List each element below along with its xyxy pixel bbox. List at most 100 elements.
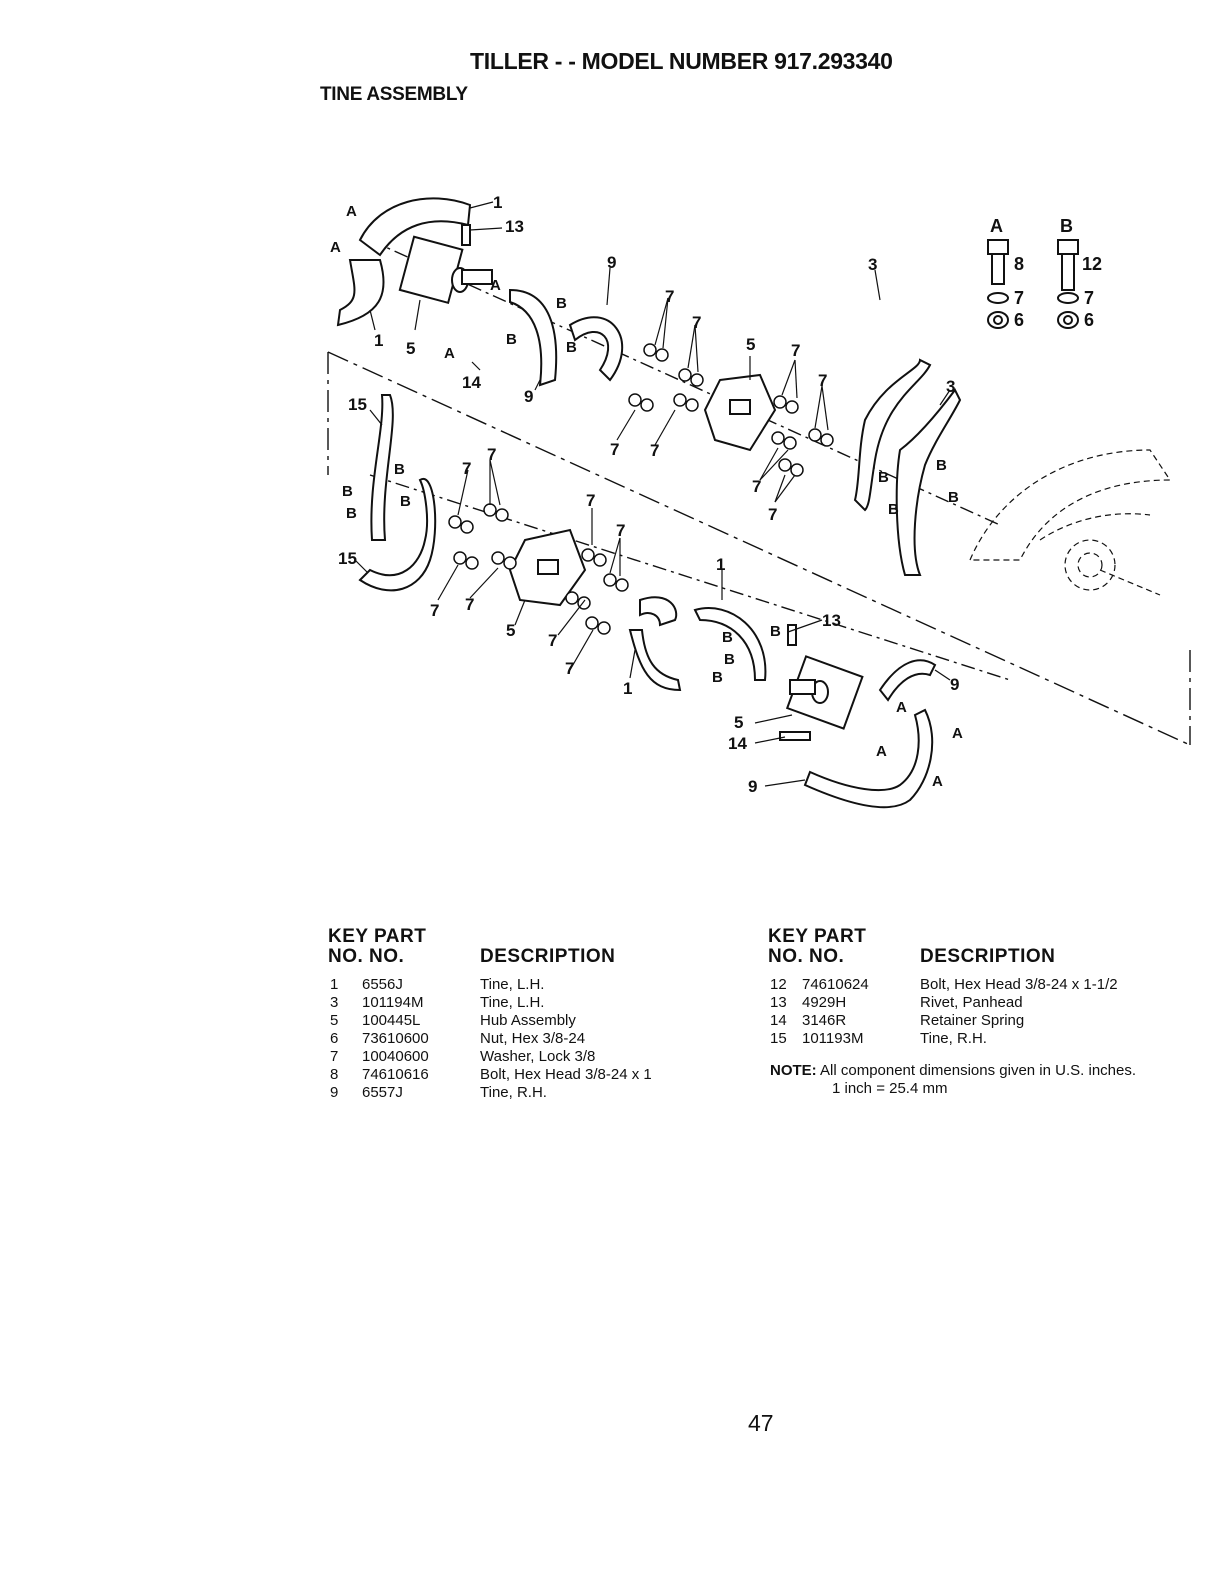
callout-9: 9: [950, 675, 959, 694]
marker-a: A: [330, 239, 341, 256]
dimension-note: NOTE: All component dimensions given in …: [770, 1062, 1136, 1098]
marker-b: B: [394, 461, 405, 478]
tine-right-hand-upper: [509, 288, 624, 387]
callout-14: 14: [728, 734, 747, 753]
key-no: 6: [330, 1030, 339, 1047]
key-no: 13: [770, 994, 787, 1011]
callout-7: 7: [665, 287, 674, 306]
hardware-label-12: 12: [1082, 254, 1102, 274]
callout-14: 14: [462, 373, 481, 392]
key-no: 12: [770, 976, 787, 993]
part-no: 101194M: [362, 994, 424, 1011]
description: Bolt, Hex Head 3/8-24 x 1-1/2: [920, 976, 1118, 993]
marker-b: B: [948, 489, 959, 506]
marker-a: A: [444, 345, 455, 362]
marker-a: A: [952, 725, 963, 742]
marker-b: B: [342, 483, 353, 500]
hardware-label-7: 7: [1084, 288, 1094, 308]
header-no-no: NO. NO.: [328, 946, 405, 967]
section-title: TINE ASSEMBLY: [320, 84, 468, 105]
marker-a: A: [896, 699, 907, 716]
tine-15-group: [358, 394, 437, 592]
marker-a: A: [490, 277, 501, 294]
hardware-label-b: B: [1060, 216, 1073, 236]
callout-1: 1: [623, 679, 632, 698]
callout-1: 1: [374, 331, 383, 350]
key-no: 3: [330, 994, 339, 1011]
callout-5: 5: [406, 339, 415, 358]
callout-5: 5: [746, 335, 755, 354]
tine-1-lower: [628, 596, 767, 692]
note-line-2: 1 inch = 25.4 mm: [832, 1080, 948, 1097]
note-line-1: All component dimensions given in U.S. i…: [820, 1062, 1137, 1079]
part-no: 6556J: [362, 976, 403, 993]
marker-b: B: [722, 629, 733, 646]
marker-b: B: [888, 501, 899, 518]
callout-1: 1: [493, 193, 502, 212]
key-no: 9: [330, 1084, 339, 1101]
callout-7: 7: [548, 631, 557, 650]
callout-13: 13: [505, 217, 524, 236]
tine-left-hand-upper: [336, 197, 493, 327]
description: Tine, L.H.: [480, 976, 545, 993]
callout-7: 7: [752, 477, 761, 496]
marker-b: B: [556, 295, 567, 312]
callout-7: 7: [565, 659, 574, 678]
marker-b: B: [878, 469, 889, 486]
callout-9: 9: [524, 387, 533, 406]
key-no: 7: [330, 1048, 339, 1065]
tine-3-group: [853, 358, 962, 576]
description: Rivet, Panhead: [920, 994, 1023, 1011]
header-key-part: KEY PART: [768, 926, 867, 947]
marker-b: B: [724, 651, 735, 668]
key-no: 1: [330, 976, 339, 993]
callout-3: 3: [868, 255, 877, 274]
callout-7: 7: [616, 521, 625, 540]
description: Retainer Spring: [920, 1012, 1025, 1029]
key-no: 14: [770, 1012, 787, 1029]
hardware-set-a: [987, 239, 1009, 329]
callout-15: 15: [348, 395, 367, 414]
callout-9: 9: [607, 253, 616, 272]
hardware-label-7: 7: [1014, 288, 1024, 308]
callout-7: 7: [586, 491, 595, 510]
callout-1: 1: [716, 555, 725, 574]
description: Washer, Lock 3/8: [480, 1048, 596, 1065]
marker-b: B: [712, 669, 723, 686]
part-no: 10040600: [362, 1048, 429, 1065]
callout-5: 5: [506, 621, 515, 640]
marker-b: B: [566, 339, 577, 356]
key-no: 15: [770, 1030, 787, 1047]
hardware-legend-labels: A B 8 12 7 7 6 6: [990, 216, 1102, 330]
callout-7: 7: [768, 505, 777, 524]
hub-lower: [508, 528, 587, 607]
page-number: 47: [748, 1410, 774, 1436]
marker-a: A: [876, 743, 887, 760]
callout-7: 7: [487, 445, 496, 464]
washer-clusters: [448, 343, 834, 635]
marker-a: A: [346, 203, 357, 220]
key-no: 8: [330, 1066, 339, 1083]
note-label: NOTE:: [770, 1062, 817, 1079]
callout-3: 3: [946, 377, 955, 396]
header-no-no: NO. NO.: [768, 946, 845, 967]
tine-right-hand-lower: [779, 624, 937, 809]
callout-7: 7: [650, 441, 659, 460]
part-no: 100445L: [362, 1012, 421, 1029]
part-no: 73610600: [362, 1030, 429, 1047]
description: Tine, R.H.: [920, 1030, 987, 1047]
hardware-label-6: 6: [1014, 310, 1024, 330]
leader-lines: [354, 201, 951, 787]
part-no: 74610616: [362, 1066, 429, 1083]
description: Hub Assembly: [480, 1012, 576, 1029]
callout-9: 9: [748, 777, 757, 796]
fastener-markers: A A A A B B B B B B B B B B B B B B B A …: [330, 203, 963, 790]
callout-7: 7: [465, 595, 474, 614]
marker-b: B: [346, 505, 357, 522]
part-no: 4929H: [802, 994, 847, 1011]
shaft-outline: [327, 239, 1191, 746]
key-no: 5: [330, 1012, 339, 1029]
tiller-housing-outline: [969, 449, 1172, 596]
hardware-set-b: [1057, 239, 1079, 329]
part-no: 101193M: [802, 1030, 864, 1047]
